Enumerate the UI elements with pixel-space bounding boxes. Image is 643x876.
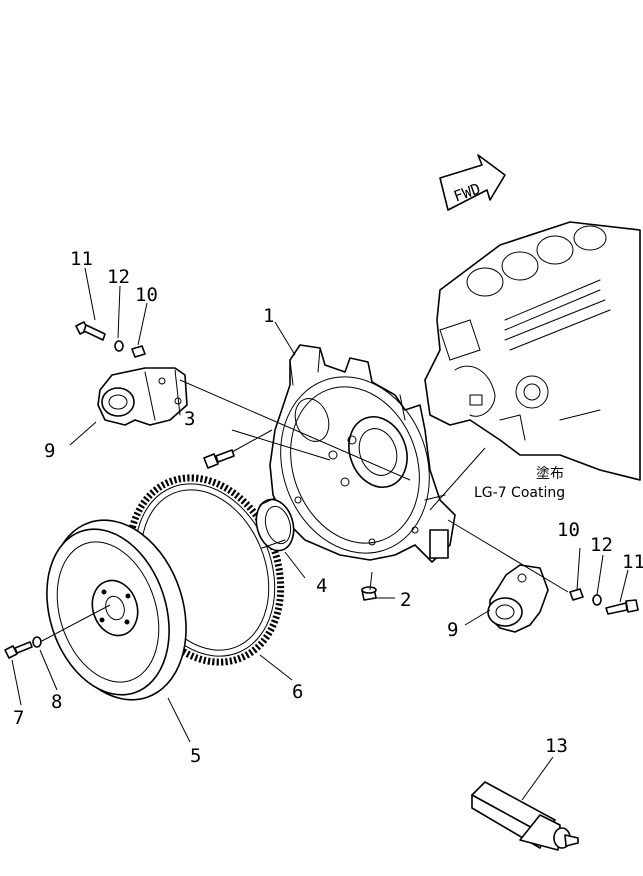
right-engine-mount	[487, 564, 549, 633]
oil-seal	[255, 497, 295, 552]
callout-13: 13	[545, 735, 568, 757]
callout-4: 4	[316, 575, 327, 597]
left-mount-spacer	[131, 345, 146, 358]
left-mount-washer	[114, 340, 124, 352]
callout-12-left: 12	[107, 266, 130, 288]
callout-11-left: 11	[70, 248, 93, 270]
flywheel	[46, 519, 187, 701]
callout-11-right: 11	[622, 551, 643, 573]
callout-9-right: 9	[447, 619, 458, 641]
housing-bolt	[203, 449, 235, 469]
coating-note-jp: 塗布	[536, 465, 564, 482]
callout-3: 3	[184, 408, 195, 430]
callout-2: 2	[400, 589, 411, 611]
left-engine-mount	[97, 367, 188, 426]
callout-5: 5	[190, 745, 201, 767]
callout-1: 1	[263, 305, 274, 327]
callout-6: 6	[292, 681, 303, 703]
drain-plug	[361, 586, 377, 601]
right-mount-spacer	[569, 588, 584, 601]
right-mount-washer	[592, 594, 602, 606]
callout-10-right: 10	[557, 519, 580, 541]
flywheel-bolt	[4, 641, 33, 659]
callout-8: 8	[51, 691, 62, 713]
callout-10-left: 10	[135, 284, 158, 306]
callout-7: 7	[13, 707, 24, 729]
coating-note: LG-7 Coating	[474, 485, 565, 501]
flywheel-washer	[32, 636, 42, 648]
engine-block	[424, 221, 641, 481]
leader-lines	[11, 267, 629, 801]
callout-12-right: 12	[590, 534, 613, 556]
fwd-arrow: FWD	[439, 154, 506, 211]
left-mount-bolt	[75, 321, 106, 341]
tool-sleeve	[471, 781, 579, 851]
callout-9-left: 9	[44, 440, 55, 462]
right-mount-bolt	[605, 599, 639, 615]
